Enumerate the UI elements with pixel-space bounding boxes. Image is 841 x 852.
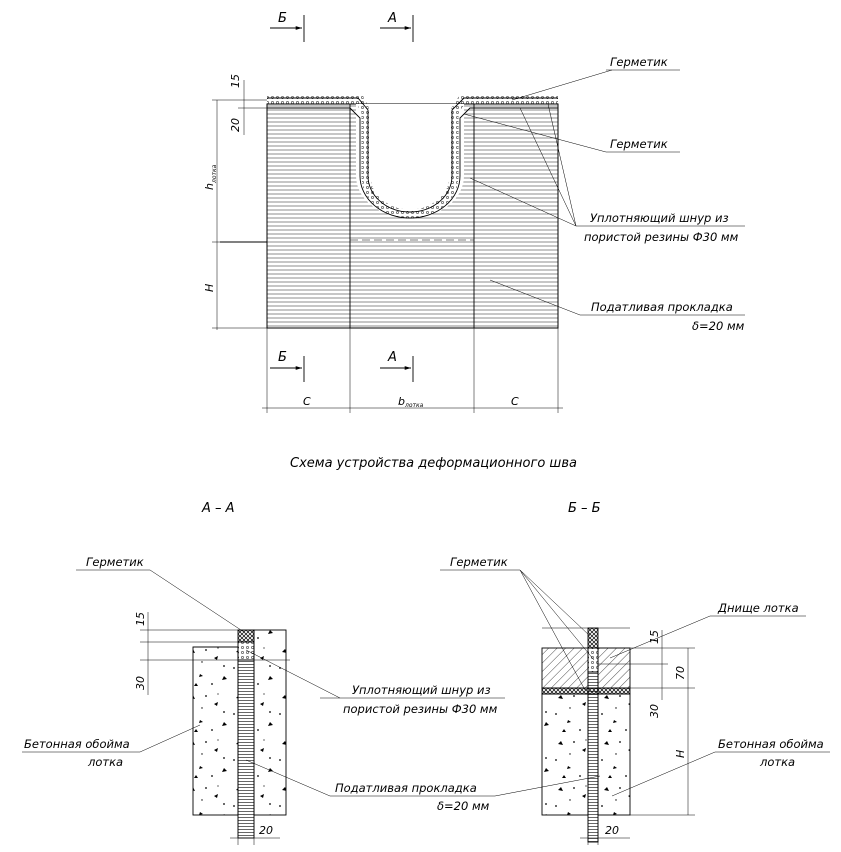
bb-label-germetik: Герметик [450, 555, 508, 569]
bb-label-oboima-line2: лотка [759, 755, 795, 769]
aa-dim-15: 15 [134, 612, 147, 626]
section-bb-title: Б – Б [568, 501, 601, 516]
aa-label-prokladka-line1: Податливая прокладка [335, 781, 477, 795]
seal-layer [267, 95, 558, 219]
aa-cord [237, 641, 255, 661]
dim-20: 20 [229, 118, 242, 132]
top-scheme: 15 20 hлотка H C bлотка C Б А Б А Гермет… [203, 11, 745, 413]
aa-dim-30: 30 [134, 676, 147, 690]
bb-gasket [587, 671, 599, 843]
section-mark-a-bottom: А [387, 350, 397, 365]
aa-label-shnur-line2: пористой резины Ф30 мм [343, 702, 498, 716]
bb-dim-15: 15 [648, 630, 661, 644]
label-shnur-line1: Уплотняющий шнур из [590, 211, 729, 225]
bb-cord [587, 647, 599, 673]
bb-dim-70: 70 [674, 666, 687, 680]
label-prokladka-line1: Податливая прокладка [591, 300, 733, 314]
bb-sealant [587, 627, 599, 649]
aa-label-prokladka-line2: δ=20 мм [437, 799, 490, 813]
dim-c-left: C [303, 395, 311, 408]
bb-concrete-right [597, 693, 631, 816]
label-germetik-2: Герметик [610, 137, 668, 151]
dim-b-tray: bлотка [398, 395, 424, 409]
dim-H: H [203, 284, 216, 292]
bb-bottom-left [541, 647, 589, 689]
dim-h-tray: hлотка [203, 164, 218, 190]
aa-sealant [237, 629, 255, 643]
section-aa-title: А – А [201, 501, 235, 516]
bb-concrete-left [541, 693, 589, 816]
aa-label-oboima-line1: Бетонная обойма [24, 737, 130, 751]
tray-channel [356, 104, 464, 218]
bb-dim-20: 20 [605, 824, 619, 837]
section-mark-a-top: А [387, 11, 397, 26]
aa-label-oboima-line2: лотка [87, 755, 123, 769]
dim-15: 15 [229, 74, 242, 88]
label-germetik-1: Герметик [610, 55, 668, 69]
label-shnur-line2: пористой резины Ф30 мм [584, 230, 739, 244]
section-mark-b-bottom: Б [278, 350, 287, 365]
section-aa: А – А 15 30 20 Герметик Уплотняющий шнур… [22, 501, 601, 845]
bb-dim-H: H [674, 750, 687, 758]
section-mark-b-top: Б [278, 11, 287, 26]
dim-c-right: C [511, 395, 519, 408]
section-bb: Б – Б 15 70 30 H 20 Герметик [440, 501, 830, 845]
label-prokladka-line2: δ=20 мм [692, 319, 745, 333]
aa-label-shnur-line1: Уплотняющий шнур из [352, 683, 491, 697]
bb-label-dnische: Днище лотка [717, 601, 799, 615]
bb-top-layer [541, 687, 631, 695]
aa-gasket [237, 659, 255, 839]
scheme-title: Схема устройства деформационного шва [290, 456, 577, 471]
aa-concrete-right [253, 629, 287, 816]
bb-label-oboima-line1: Бетонная обойма [718, 737, 824, 751]
aa-label-germetik: Герметик [86, 555, 144, 569]
aa-dim-20: 20 [259, 824, 273, 837]
bb-dim-30: 30 [648, 704, 661, 718]
aa-concrete-left [192, 646, 239, 816]
bb-bottom-right [597, 647, 631, 689]
